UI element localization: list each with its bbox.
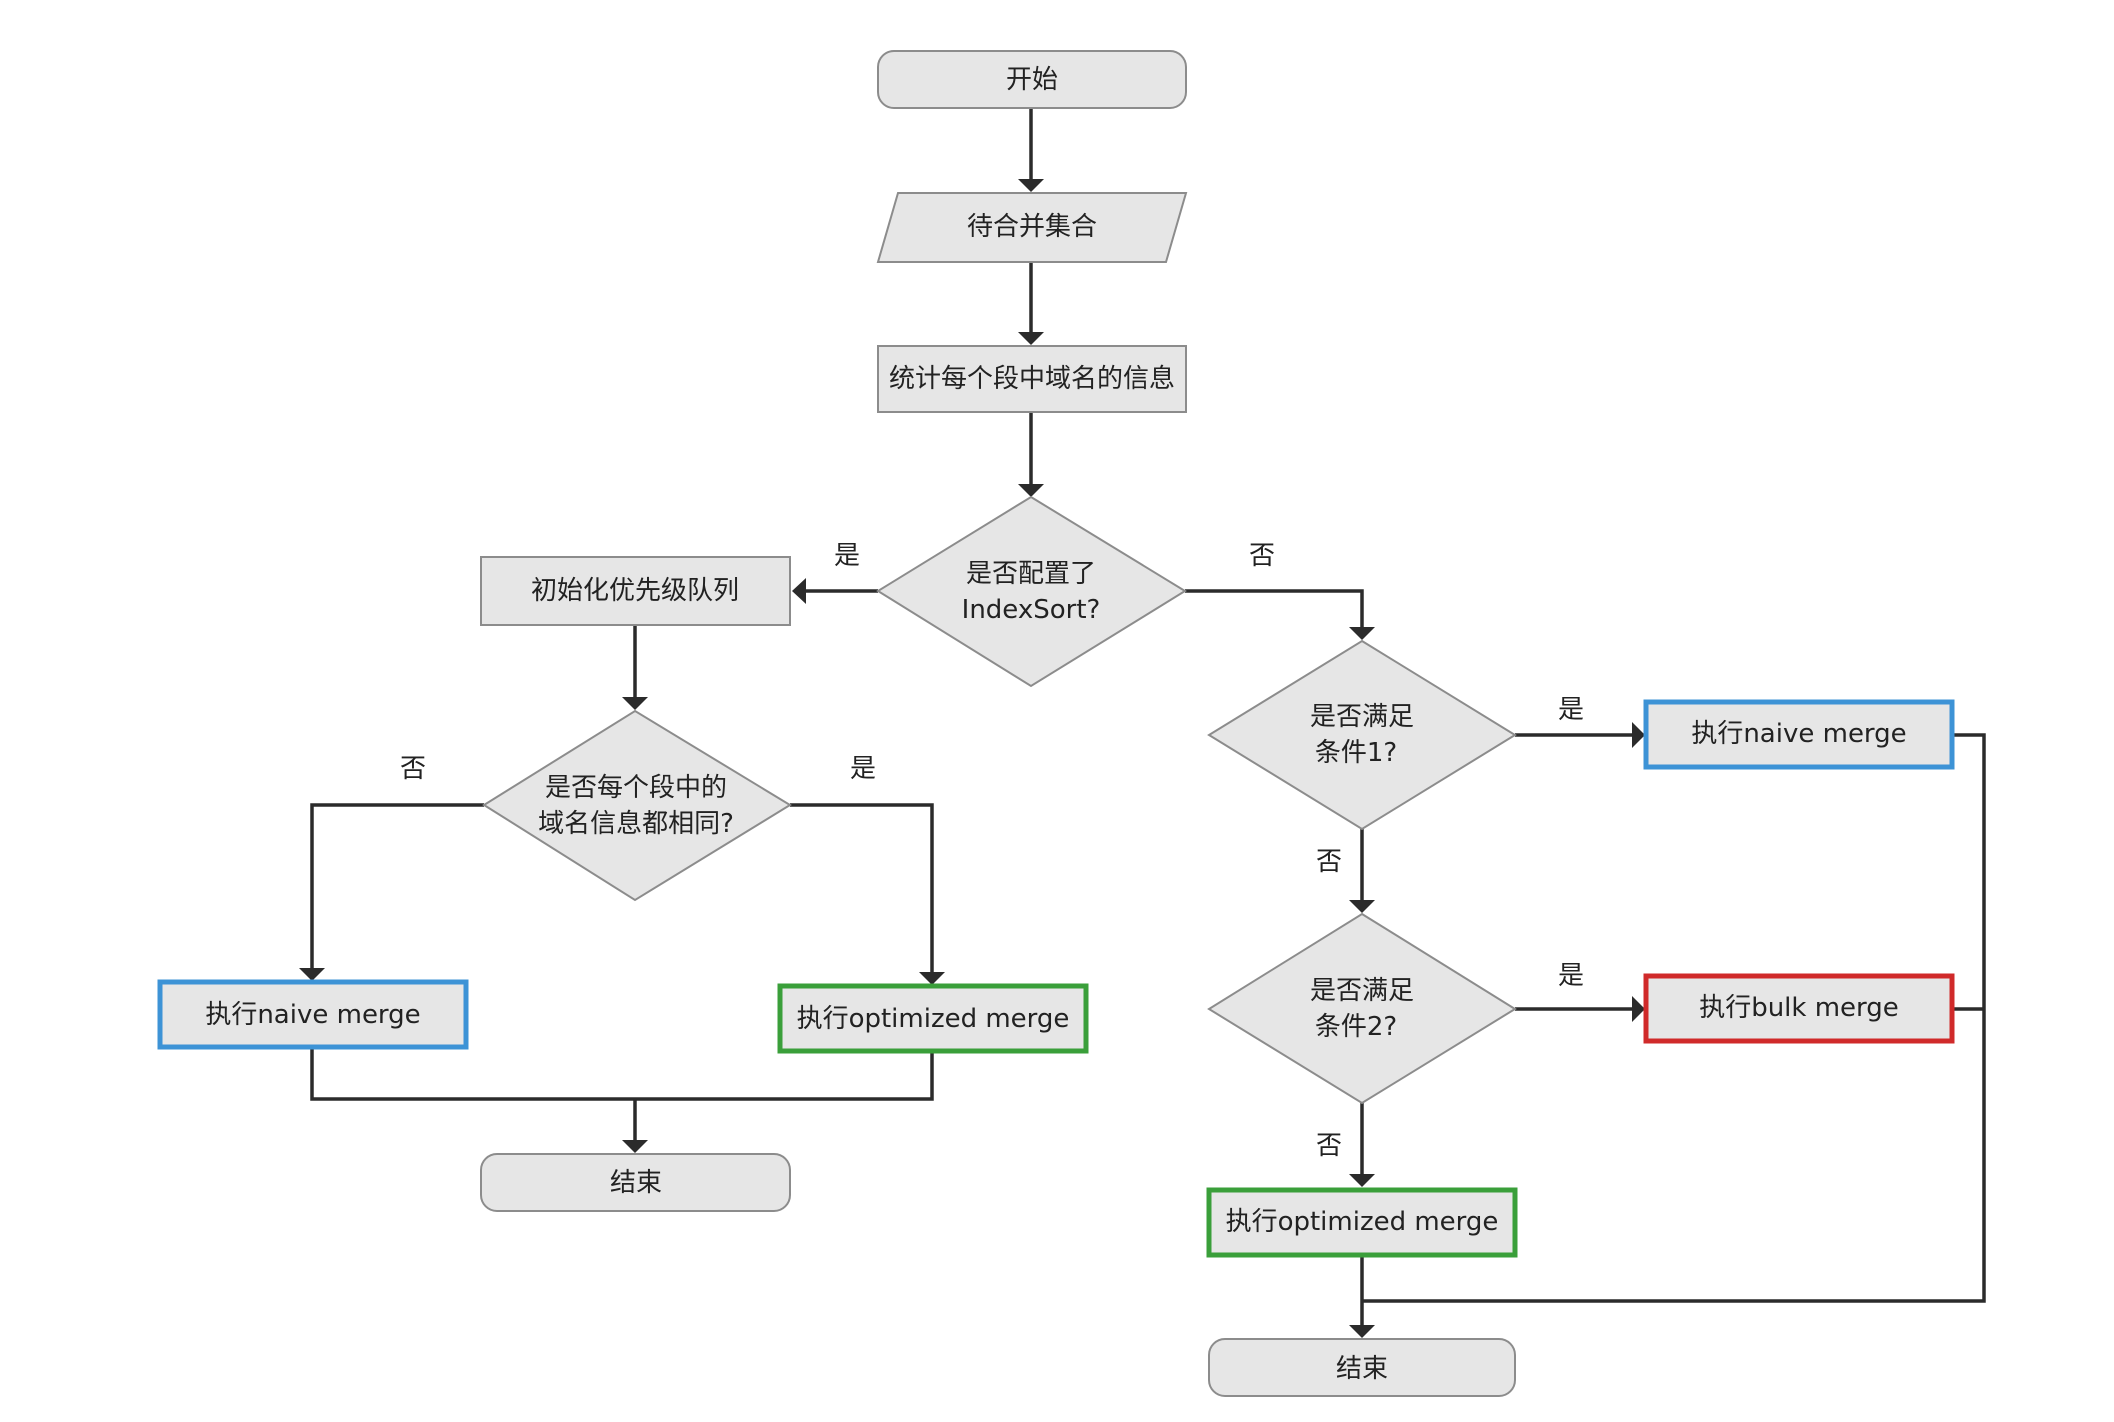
arrowhead (1632, 722, 1645, 748)
label-same-yes: 是 (850, 754, 876, 784)
naive-merge-box (1643, 699, 1955, 770)
init-queue-label: 初始化优先级队列 (531, 576, 739, 606)
arrowhead (622, 1140, 648, 1153)
arrowhead (1349, 1325, 1375, 1338)
edge-same-yes (790, 803, 934, 972)
label-index-sort-yes: 是 (834, 541, 860, 571)
decision-diamond (1207, 639, 1517, 831)
data-parallelogram (876, 192, 1188, 263)
input-set-label: 待合并集合 (967, 212, 1097, 242)
has-index-sort-line2: IndexSort? (962, 595, 1101, 625)
arrowhead (299, 968, 325, 981)
has-index-sort-line1: 是否配置了 (966, 559, 1096, 589)
bulk-merge-label: 执行bulk merge (1699, 993, 1899, 1023)
node-input-set: 待合并集合 (876, 192, 1188, 263)
node-right-naive-merge: 执行naive merge (1643, 699, 1955, 770)
terminator-shape (877, 50, 1187, 109)
edge-same-no (310, 803, 484, 968)
node-left-end: 结束 (480, 1153, 791, 1212)
arrowhead (622, 697, 648, 710)
node-right-optimized-merge: 执行optimized merge (1206, 1187, 1518, 1258)
arrowhead (1018, 484, 1044, 497)
edge-left-naive-to-end (310, 1048, 934, 1101)
arrowhead (792, 578, 806, 604)
edge-right-naive-to-rail (1362, 733, 1986, 1303)
naive-merge-box (157, 979, 469, 1050)
terminator-shape (480, 1153, 791, 1212)
arrowhead (1018, 332, 1044, 345)
same-field-info-line1: 是否每个段中的 (545, 773, 727, 803)
node-init-queue: 初始化优先级队列 (480, 556, 791, 626)
label-index-sort-no: 否 (1249, 541, 1275, 571)
cond2-line2: 条件2? (1315, 1012, 1397, 1042)
label-same-no: 否 (400, 754, 426, 784)
node-stat-fields: 统计每个段中域名的信息 (877, 345, 1187, 413)
label-cond1-no: 否 (1316, 847, 1342, 877)
process-shape (877, 345, 1187, 413)
left-optimized-label: 执行optimized merge (797, 1004, 1070, 1034)
decision-diamond (876, 495, 1187, 688)
arrowhead (919, 972, 945, 985)
terminator-shape (1208, 1338, 1516, 1397)
left-naive-label: 执行naive merge (205, 1000, 420, 1030)
arrowhead (1349, 900, 1375, 913)
edge-indexsort-no (1185, 589, 1364, 628)
right-naive-label: 执行naive merge (1691, 719, 1906, 749)
process-shape (480, 556, 791, 626)
label-cond1-yes: 是 (1558, 695, 1584, 725)
cond1-line1: 是否满足 (1310, 702, 1414, 732)
node-left-optimized-merge: 执行optimized merge (777, 983, 1089, 1054)
arrowhead (1349, 1174, 1375, 1187)
right-end-label: 结束 (1336, 1354, 1388, 1384)
decision-diamond (1207, 912, 1517, 1105)
node-same-field-info: 是否每个段中的 域名信息都相同? (482, 709, 792, 902)
edges (299, 108, 1986, 1338)
same-field-info-line2: 域名信息都相同? (538, 809, 734, 839)
node-bulk-merge: 执行bulk merge (1643, 973, 1955, 1044)
optimized-merge-box (1206, 1187, 1518, 1258)
node-cond1: 是否满足 条件1? (1207, 639, 1517, 831)
bulk-merge-box (1643, 973, 1955, 1044)
node-right-end: 结束 (1208, 1338, 1516, 1397)
node-has-index-sort: 是否配置了 IndexSort? (876, 495, 1187, 688)
arrowhead (1018, 179, 1044, 192)
right-optimized-label: 执行optimized merge (1226, 1207, 1499, 1237)
cond2-line1: 是否满足 (1310, 976, 1414, 1006)
cond1-line2: 条件1? (1315, 738, 1397, 768)
optimized-merge-box (777, 983, 1089, 1054)
arrowhead (1349, 627, 1375, 640)
arrowhead (1632, 996, 1645, 1022)
node-left-naive-merge: 执行naive merge (157, 979, 469, 1050)
stat-fields-label: 统计每个段中域名的信息 (889, 364, 1175, 394)
label-cond2-yes: 是 (1558, 961, 1584, 991)
node-start: 开始 (877, 50, 1187, 109)
node-cond2: 是否满足 条件2? (1207, 912, 1517, 1105)
label-cond2-no: 否 (1316, 1131, 1342, 1161)
left-end-label: 结束 (610, 1168, 662, 1198)
decision-diamond (482, 709, 792, 902)
start-label: 开始 (1006, 65, 1058, 95)
edge-labels: 是 否 否 是 是 否 是 否 (400, 541, 1584, 1161)
